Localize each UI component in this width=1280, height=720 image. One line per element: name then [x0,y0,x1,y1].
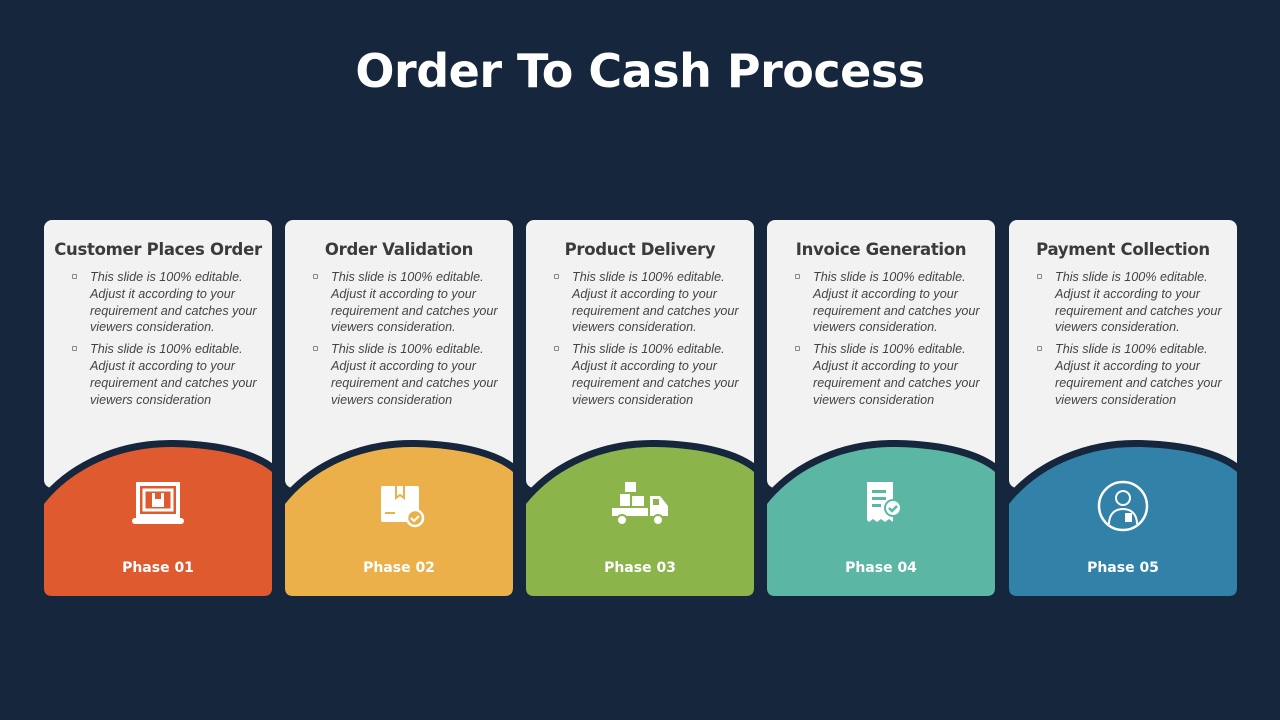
bullet-item: This slide is 100% editable. Adjust it a… [791,269,991,336]
card-shape [44,220,272,596]
card-shape [1009,220,1237,596]
bullet-icon [313,346,318,352]
phase-label: Phase 03 [604,560,676,576]
bullet-text: This slide is 100% editable. Adjust it a… [331,342,498,407]
bullet-text: This slide is 100% editable. Adjust it a… [1055,342,1222,407]
card-shape [526,220,754,596]
bullet-list: This slide is 100% editable. Adjust it a… [1033,269,1233,413]
bullet-icon [313,274,318,279]
phase-label: Phase 04 [845,560,917,576]
process-card-1: Customer Places Order This slide is 100%… [44,220,272,596]
bullet-icon [72,274,77,279]
bullet-item: This slide is 100% editable. Adjust it a… [309,269,509,336]
bullet-text: This slide is 100% editable. Adjust it a… [90,342,257,407]
card-title: Order Validation [324,240,474,259]
process-card-5: Payment Collection This slide is 100% ed… [1009,220,1237,596]
bullet-icon [1037,274,1042,279]
phase-label: Phase 02 [363,560,435,576]
bullet-icon [1037,346,1042,352]
card-title: Customer Places Order [54,240,262,259]
bullet-item: This slide is 100% editable. Adjust it a… [68,269,268,336]
bullet-item: This slide is 100% editable. Adjust it a… [1033,269,1233,336]
bullet-icon [72,346,77,352]
bullet-text: This slide is 100% editable. Adjust it a… [1055,270,1222,335]
bullet-text: This slide is 100% editable. Adjust it a… [813,270,980,335]
card-title: Payment Collection [1036,240,1210,259]
bullet-text: This slide is 100% editable. Adjust it a… [813,342,980,407]
card-title: Invoice Generation [795,240,967,259]
laptop-order-icon [132,482,184,524]
phase-label: Phase 05 [1087,560,1159,576]
bullet-list: This slide is 100% editable. Adjust it a… [309,269,509,413]
bullet-item: This slide is 100% editable. Adjust it a… [791,341,991,408]
bullet-list: This slide is 100% editable. Adjust it a… [791,269,991,413]
invoice-check-icon [867,482,902,522]
delivery-truck-icon [612,482,668,526]
bullet-icon [795,274,800,279]
phase-label: Phase 01 [122,560,194,576]
process-card-4: Invoice Generation This slide is 100% ed… [767,220,995,596]
bullet-list: This slide is 100% editable. Adjust it a… [550,269,750,413]
process-card-3: Product Delivery This slide is 100% edit… [526,220,754,596]
bullet-icon [554,346,559,352]
bullet-list: This slide is 100% editable. Adjust it a… [68,269,268,413]
bullet-text: This slide is 100% editable. Adjust it a… [572,270,739,335]
bullet-text: This slide is 100% editable. Adjust it a… [572,342,739,407]
bullet-item: This slide is 100% editable. Adjust it a… [1033,341,1233,408]
bullet-text: This slide is 100% editable. Adjust it a… [331,270,498,335]
bullet-item: This slide is 100% editable. Adjust it a… [550,269,750,336]
slide-title: Order To Cash Process [355,44,925,98]
bullet-item: This slide is 100% editable. Adjust it a… [550,341,750,408]
bullet-icon [795,346,800,352]
card-title: Product Delivery [564,240,716,259]
bullet-text: This slide is 100% editable. Adjust it a… [90,270,257,335]
process-card-2: Order Validation This slide is 100% edit… [285,220,513,596]
package-check-icon [381,486,425,528]
bullet-item: This slide is 100% editable. Adjust it a… [68,341,268,408]
bullet-icon [554,274,559,279]
card-shape [767,220,995,596]
bullet-item: This slide is 100% editable. Adjust it a… [309,341,509,408]
cashier-person-icon [1097,480,1149,532]
